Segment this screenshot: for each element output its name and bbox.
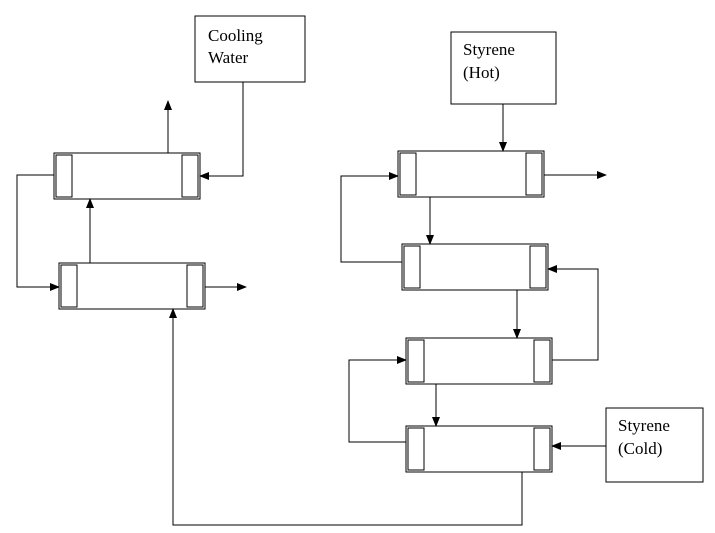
- right-4-loop-back-line: [348, 356, 407, 443]
- right-exchanger-3-left-head: [407, 339, 425, 383]
- right-exchanger-3-right-head: [533, 339, 551, 383]
- right-exchanger-3: [405, 337, 553, 385]
- right-4-to-left-bottom-line: [169, 308, 523, 526]
- styrene-hot-label-box: Styrene (Hot): [450, 31, 557, 105]
- left-exchanger-bottom-right-head: [186, 264, 204, 308]
- left-exchanger-bottom: [58, 262, 206, 310]
- left-exchanger-top-right-head: [181, 154, 199, 198]
- right-exchanger-2: [401, 243, 549, 291]
- right-2-loop-back-line: [340, 172, 402, 263]
- cooling-water-label-box: Cooling Water: [194, 15, 306, 83]
- right-exchanger-1: [397, 150, 545, 198]
- right-exchanger-2-right-head: [529, 245, 547, 289]
- right-exchanger-4: [405, 425, 553, 473]
- styrene-cold-label-line-2: (Cold): [618, 439, 662, 458]
- styrene-hot-label-line-2: (Hot): [463, 63, 500, 82]
- right-exchanger-4-left-head: [407, 427, 425, 471]
- cooling-water-label-line-1: Cooling: [208, 26, 263, 45]
- left-loop-line: [16, 174, 60, 291]
- left-exchanger-top: [53, 152, 201, 200]
- right-exchanger-1-left-head: [399, 152, 417, 196]
- cooling-water-inlet-line: [199, 82, 244, 180]
- right-exchanger-4-right-head: [533, 427, 551, 471]
- cooling-water-label-line-2: Water: [208, 48, 248, 67]
- right-exchanger-2-left-head: [403, 245, 421, 289]
- styrene-cold-label-line-1: Styrene: [618, 416, 670, 435]
- left-exchanger-top-left-head: [55, 154, 73, 198]
- left-exchanger-bottom-left-head: [60, 264, 78, 308]
- styrene-cold-label-box: Styrene (Cold): [605, 407, 704, 483]
- right-3-to-2-loop-line: [547, 265, 599, 361]
- styrene-hot-label-line-1: Styrene: [463, 40, 515, 59]
- right-exchanger-1-right-head: [525, 152, 543, 196]
